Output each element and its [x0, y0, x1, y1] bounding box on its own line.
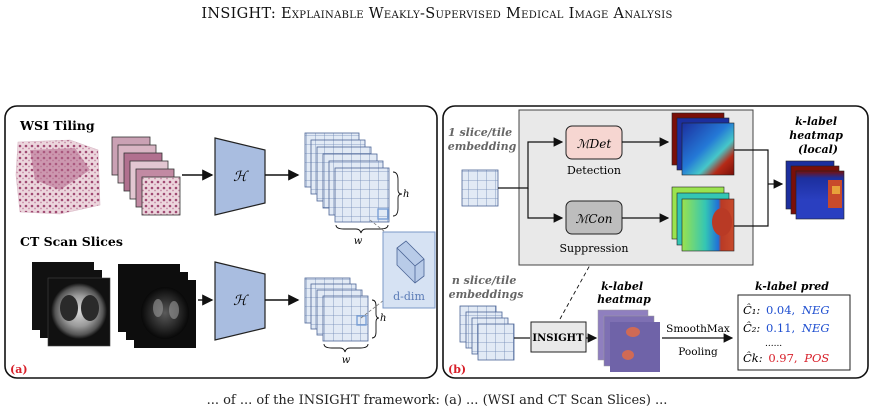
svg-text:ℳCon: ℳCon: [576, 212, 613, 226]
svg-text:INSIGHT: INSIGHT: [532, 333, 584, 344]
panel-a-label: (a): [10, 363, 28, 376]
dim-h-top: h: [403, 189, 409, 200]
local-heatmap-label: k-label heatmap (local): [789, 115, 847, 156]
figure-caption: ... of ... of the INSIGHT framework: (a)…: [206, 393, 668, 408]
wsi-title: WSI Tiling: [19, 118, 95, 133]
d-dim-box: d-dim: [382, 231, 436, 309]
dim-w-bottom: w: [342, 355, 351, 366]
detection-heatmaps: [671, 112, 735, 176]
encoder-bottom: ℋ: [214, 261, 266, 341]
pred-title: k-label pred: [755, 280, 829, 293]
ct-title: CT Scan Slices: [20, 234, 123, 249]
svg-text:ℋ: ℋ: [233, 169, 249, 185]
pooling-label: Pooling: [678, 346, 718, 358]
feature-grid-stack-bottom: [304, 277, 369, 342]
suppression-module: ℳCon: [565, 200, 623, 235]
pred-row-1: Ĉ₁: 0.04, NEG: [743, 303, 830, 317]
svg-text:ℋ: ℋ: [233, 293, 249, 309]
dim-w-top: w: [354, 236, 363, 247]
heatmap-label: k-label heatmap: [597, 280, 651, 306]
smoothmax-label: SmoothMax: [666, 323, 730, 335]
ct-slice-stack: [32, 262, 111, 347]
panel-b-label: (b): [448, 363, 466, 376]
local-heatmaps: [785, 160, 845, 220]
n-embeddings-label: n slice/tile embeddings: [449, 274, 524, 301]
svg-text:ℳDet: ℳDet: [577, 137, 612, 151]
suppression-label: Suppression: [560, 242, 629, 255]
one-embedding-grid: [461, 169, 499, 207]
detection-module: ℳDet: [565, 125, 623, 160]
wsi-tile-stack: [111, 136, 181, 216]
suppression-heatmaps: [671, 186, 735, 252]
one-embedding-label: 1 slice/tile embedding: [448, 126, 517, 153]
page-header: INSIGHT: Explainable Weakly-Supervised M…: [201, 6, 673, 22]
pred-ellipsis: ......: [765, 339, 782, 349]
ct-mask-stack: [118, 264, 196, 348]
pred-box: [737, 294, 851, 371]
pred-row-2: Ĉ₂: 0.11, NEG: [743, 321, 830, 335]
n-embeddings-grid-stack: [459, 305, 515, 361]
wsi-image: [15, 139, 101, 215]
encoder-top: ℋ: [214, 137, 266, 216]
feature-grid-stack-top: [304, 132, 390, 223]
detection-label: Detection: [567, 164, 621, 177]
insight-box: INSIGHT: [530, 321, 587, 353]
d-dim-label: d-dim: [393, 290, 425, 303]
pred-row-k: Ĉk: 0.97, POS: [743, 351, 829, 365]
dim-h-bottom: h: [380, 313, 386, 324]
heatmap-overlay: [597, 309, 660, 372]
